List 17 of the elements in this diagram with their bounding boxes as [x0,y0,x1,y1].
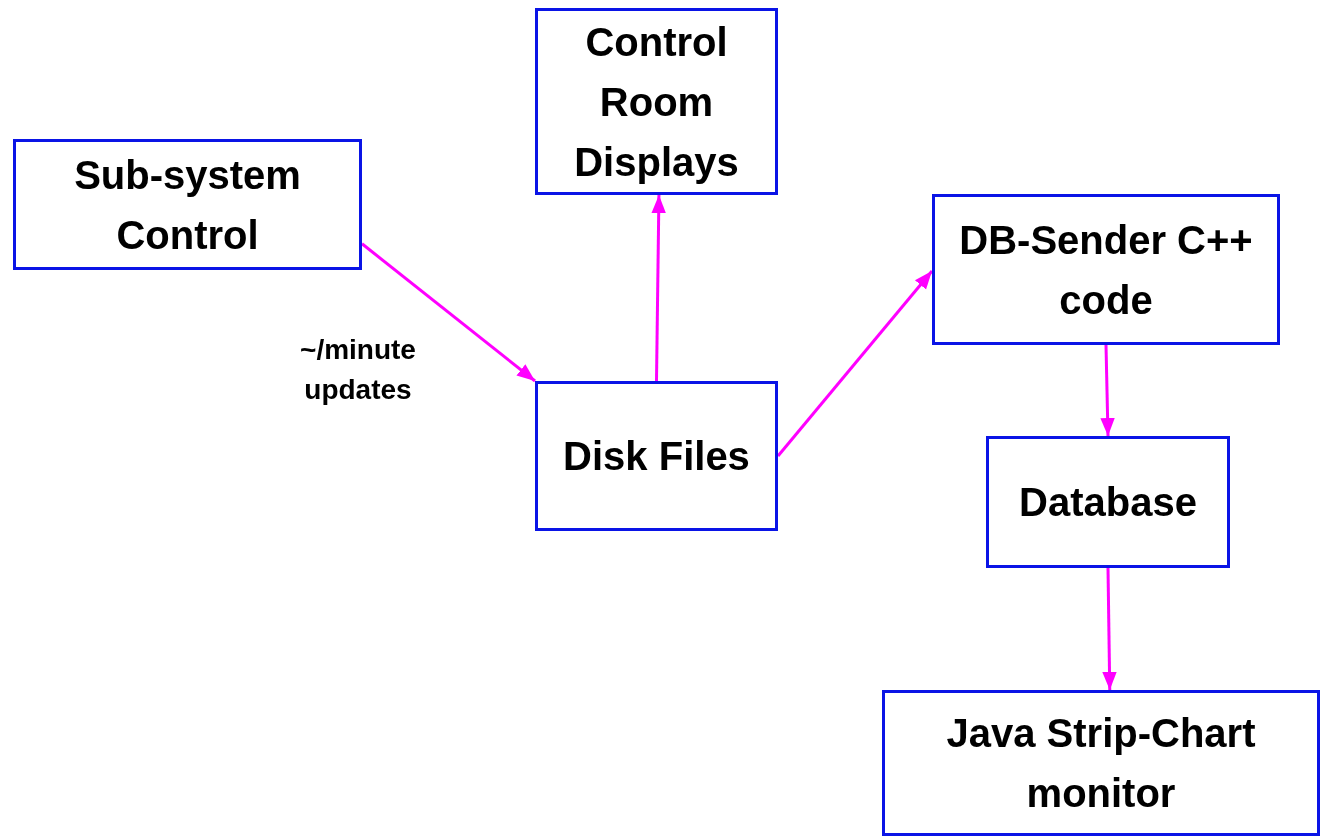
node-label: Sub-system Control [73,151,302,259]
process-box [882,690,1320,836]
arrow [361,242,536,383]
arrow [1102,567,1117,691]
arrow [776,270,934,457]
node-label: DB-Sender C++ code [958,216,1254,324]
node-label: Database [1019,479,1197,526]
arrow [651,194,666,382]
node-label: Disk Files [563,433,750,480]
process-box [535,381,778,531]
process-box [13,139,362,270]
process-box [535,8,778,195]
arrow [1100,344,1115,437]
node-label: Java Strip-Chart monitor [945,710,1257,817]
process-box [932,194,1280,345]
node-label: Control Room Displays [573,18,740,186]
process-box [986,436,1230,568]
